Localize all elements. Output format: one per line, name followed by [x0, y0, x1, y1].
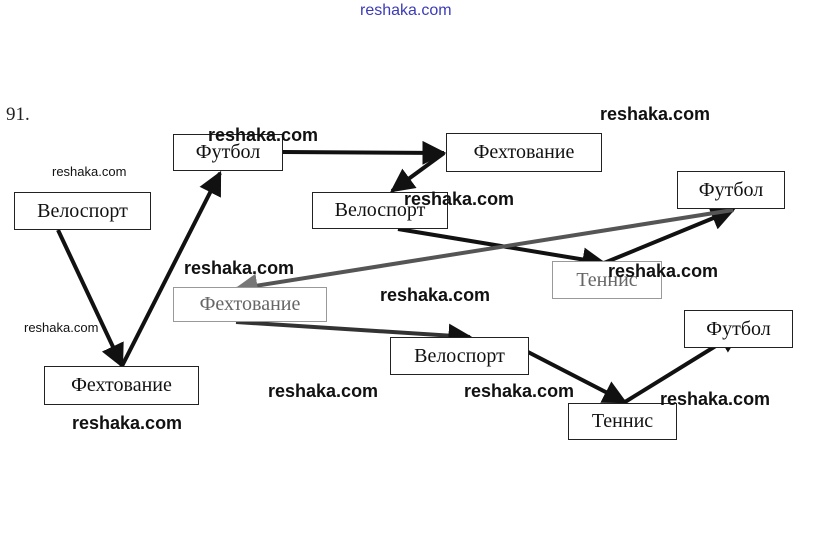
- arrow-fencing-to-cycling-3: [235, 320, 473, 348]
- arrow-cycling-to-tennis-2: [527, 350, 628, 404]
- node-football-1: Футбол: [173, 134, 283, 171]
- node-tennis-1: Теннис: [552, 261, 662, 299]
- watermark: reshaka.com: [52, 164, 127, 179]
- header-site-link[interactable]: reshaka.com: [360, 2, 452, 19]
- watermark: reshaka.com: [24, 320, 99, 335]
- arrow-football-to-fencing: [282, 140, 447, 165]
- watermark: reshaka.com: [184, 258, 295, 278]
- watermark: reshaka.com: [268, 381, 379, 401]
- watermark: reshaka.com: [660, 389, 771, 409]
- watermark: reshaka.com: [380, 285, 491, 305]
- node-tennis-2: Теннис: [568, 403, 677, 440]
- node-fencing-2: Фехтование: [446, 133, 602, 172]
- watermark: reshaka.com: [600, 104, 711, 124]
- node-fencing-1: Фехтование: [44, 366, 199, 405]
- node-football-3: Футбол: [684, 310, 793, 348]
- watermark: reshaka.com: [72, 413, 183, 433]
- arrow-cycling-to-fencing: [56, 229, 124, 369]
- node-cycling-3: Велоспорт: [390, 337, 529, 375]
- watermark: reshaka.com: [464, 381, 575, 401]
- node-football-2: Футбол: [677, 171, 785, 209]
- arrow-football-to-fencing-3: [233, 208, 734, 298]
- node-cycling-1: Велоспорт: [14, 192, 151, 230]
- arrow-fencing-to-football: [120, 170, 222, 367]
- problem-number: 91.: [6, 104, 30, 125]
- node-cycling-2: Велоспорт: [312, 192, 448, 229]
- arrow-tennis-to-football: [603, 207, 736, 265]
- watermark: reshaka.com: [608, 261, 719, 281]
- watermark: reshaka.com: [208, 125, 319, 145]
- watermark: reshaka.com: [404, 189, 515, 209]
- node-fencing-3: Фехтование: [173, 287, 327, 322]
- arrow-fencing-to-cycling: [390, 151, 446, 193]
